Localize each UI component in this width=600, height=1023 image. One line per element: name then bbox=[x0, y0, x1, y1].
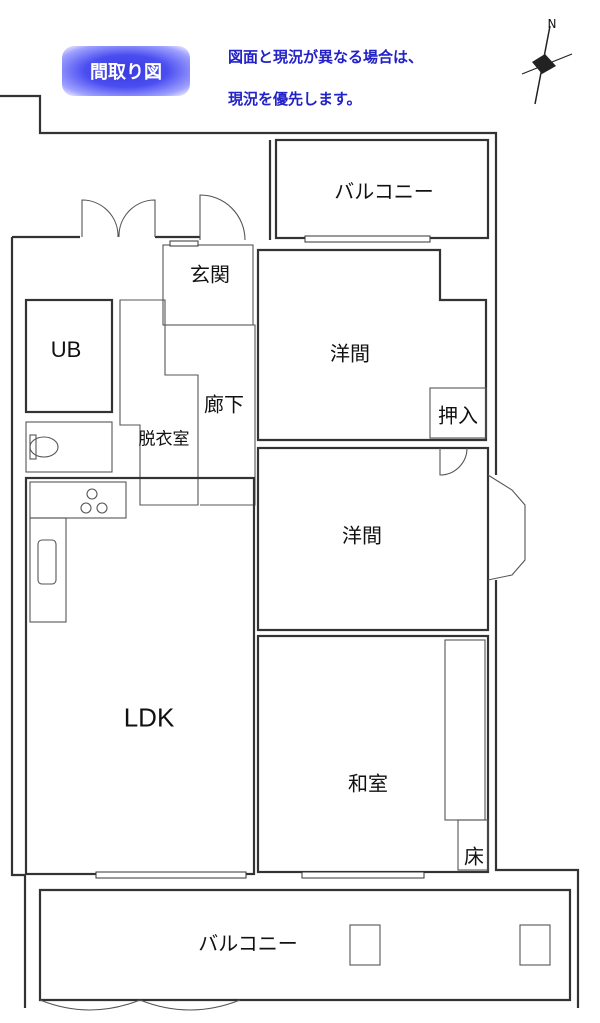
dressing-room-outline bbox=[119, 299, 199, 506]
japanese-room-closet bbox=[444, 639, 486, 821]
toilet-tank bbox=[29, 434, 37, 460]
label-dressing-room: 脱衣室 bbox=[138, 429, 190, 450]
western-room-2-outline bbox=[256, 446, 490, 632]
title-badge: 間取り図 bbox=[62, 46, 190, 96]
door-swing-entrance bbox=[199, 194, 246, 241]
label-balcony-top: バルコニー bbox=[334, 179, 434, 204]
ldk-outline bbox=[24, 476, 256, 876]
toilet-outline bbox=[25, 421, 113, 473]
notice-line-2: 現況を優先します。 bbox=[228, 90, 362, 108]
door-swing-front bbox=[81, 199, 119, 238]
kitchen-counter bbox=[29, 481, 127, 519]
western-room-1-walls bbox=[256, 248, 488, 442]
stove-burner-icon-2 bbox=[96, 502, 108, 514]
window-japanese-bottom bbox=[301, 871, 425, 879]
corridor-outline bbox=[200, 324, 256, 506]
sink-icon bbox=[37, 539, 57, 585]
exterior-wall-left bbox=[10, 237, 27, 1008]
label-balcony-bottom: バルコニー bbox=[198, 931, 298, 956]
label-japanese-room: 和室 bbox=[348, 771, 388, 796]
door-swing-front-2 bbox=[118, 199, 156, 238]
toilet-icon bbox=[29, 436, 59, 458]
compass-rose-icon bbox=[521, 25, 573, 105]
stove-burner-icon-3 bbox=[80, 502, 92, 514]
alcove-outline bbox=[457, 819, 489, 871]
window-top-balcony bbox=[304, 235, 431, 243]
label-ldk: LDK bbox=[123, 702, 175, 733]
label-unit-bath: UB bbox=[50, 337, 82, 362]
balcony-drain-2 bbox=[519, 924, 551, 966]
balcony-drain-1 bbox=[349, 924, 381, 966]
label-western-room-1: 洋間 bbox=[330, 341, 370, 366]
exterior-wall bbox=[0, 94, 498, 475]
label-corridor: 廊下 bbox=[204, 392, 244, 417]
balcony-bottom-outline bbox=[38, 888, 572, 1002]
unit-bath-outline bbox=[24, 298, 114, 414]
label-western-room-2: 洋間 bbox=[342, 523, 382, 548]
notice-line-1: 図面と現況が異なる場合は、 bbox=[228, 48, 424, 66]
stove-burner-icon bbox=[86, 488, 98, 500]
door-swing-closet bbox=[439, 447, 468, 476]
label-alcove: 床 bbox=[464, 844, 484, 869]
kitchen-counter-side bbox=[29, 517, 67, 623]
label-entrance: 玄関 bbox=[190, 262, 230, 287]
exterior-wall-right-lower bbox=[494, 580, 580, 1008]
japanese-room-outline bbox=[256, 634, 490, 874]
door-swing-balcony bbox=[39, 999, 241, 1011]
compass-label: N bbox=[547, 17, 557, 31]
window-entrance bbox=[169, 240, 199, 247]
closet-outline bbox=[429, 387, 487, 439]
bay-window bbox=[487, 474, 526, 581]
label-closet: 押入 bbox=[438, 403, 478, 428]
window-ldk-bottom bbox=[95, 871, 247, 879]
